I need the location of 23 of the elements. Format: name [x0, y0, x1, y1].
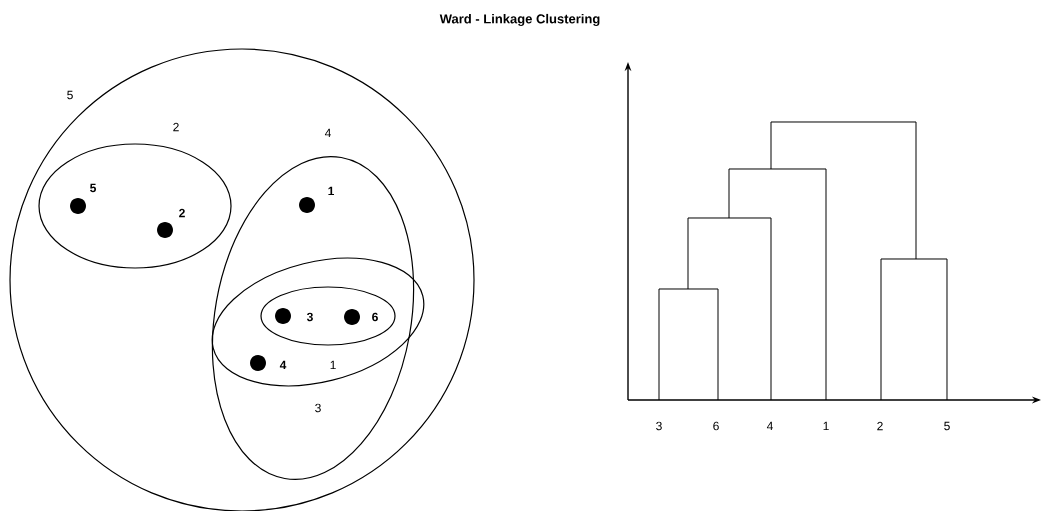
- axis-label: 4: [766, 421, 773, 431]
- title: Ward - Linkage Clustering: [439, 13, 600, 27]
- axis-label: 6: [713, 421, 719, 431]
- node-label: 5: [90, 183, 97, 193]
- data-point: 1: [299, 186, 334, 213]
- data-point: 3: [275, 308, 313, 324]
- node-label: 1: [330, 360, 336, 370]
- node-label: 2: [179, 208, 185, 218]
- node-label: 2: [173, 122, 179, 132]
- axis-label: 2: [877, 421, 883, 431]
- data-point: 6: [344, 309, 378, 325]
- axis-label: 1: [823, 421, 829, 431]
- node-label: 1: [328, 186, 335, 196]
- node-label: 3: [306, 312, 313, 322]
- axis-label: 3: [656, 421, 662, 431]
- data-point: 2: [157, 208, 185, 238]
- axis-label: 5: [944, 421, 950, 431]
- data-point: 4: [250, 355, 287, 371]
- node-label: 6: [372, 312, 378, 322]
- node-label: 3: [315, 403, 321, 413]
- node-label: 4: [324, 128, 331, 138]
- data-point: 5: [70, 183, 96, 214]
- node-label: 4: [279, 360, 287, 370]
